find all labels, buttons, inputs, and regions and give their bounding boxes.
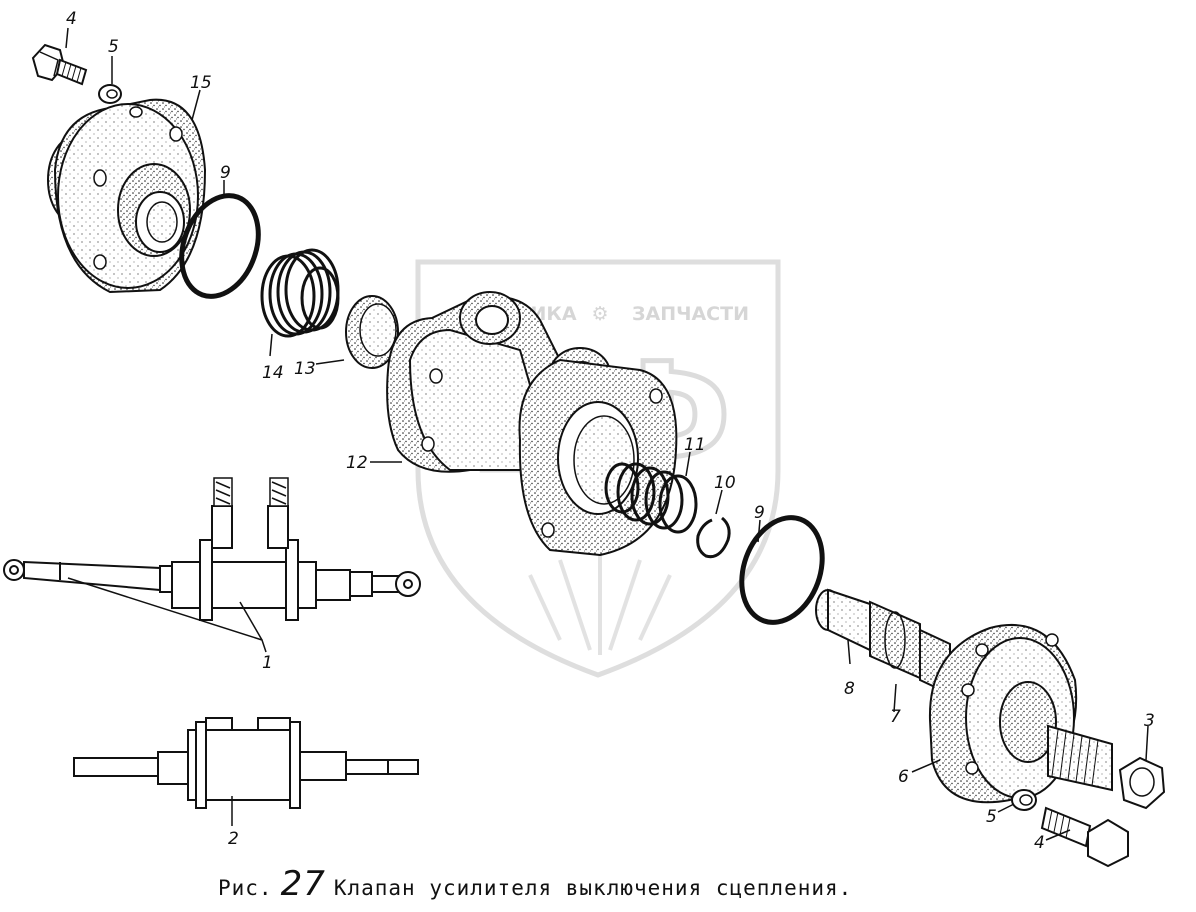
gasket-right [739,515,825,625]
callout-12: 12 [346,453,368,473]
lock-washer-top [98,84,122,104]
callout-8: 8 [844,679,855,699]
callout-15: 15 [190,73,212,93]
callout-9-right: 9 [754,503,765,523]
callout-10: 10 [714,473,736,493]
valve-stem [815,588,951,696]
figure-number: 27 [280,864,326,904]
spring-top [260,248,340,338]
watermark-right-word: ЗАПЧАСТИ [632,303,749,325]
callout-5-top: 5 [108,37,119,57]
callout-9-top: 9 [220,163,231,183]
callout-6: 6 [898,767,909,787]
callout-7: 7 [890,707,901,727]
flange-cover-top [47,98,207,294]
bolt-top [31,43,88,86]
valve-housing [386,291,678,557]
spring-right [604,462,698,534]
watermark-shield [415,259,781,678]
callout-1: 1 [262,653,273,673]
valve-assembly-1 [3,477,421,621]
lock-washer-bottom [1011,789,1037,811]
figure-caption: Рис. 27 Клапан усилителя выключения сцепле… [218,864,852,904]
watermark-wheat-icon [528,555,672,655]
caption-prefix: Рис. [218,876,273,900]
valve-disc [345,295,399,369]
callout-14: 14 [262,363,284,383]
gasket-top [179,193,261,299]
callout-3: 3 [1144,711,1155,731]
callout-numbers: 4 5 15 9 14 13 12 11 10 9 1 2 8 7 6 5 4 … [66,9,1155,853]
callout-4-top: 4 [66,9,77,29]
gear-icon: ⚙ [591,303,608,325]
callout-13: 13 [294,359,316,379]
caption-title: Клапан усилителя выключения сцепления. [333,876,853,900]
bolt-bottom [1040,806,1129,868]
snap-ring [696,516,731,559]
valve-assembly-2 [73,717,419,809]
flange-cover-bottom [928,624,1113,804]
callout-5-bottom: 5 [986,807,997,827]
hex-nut [1118,756,1166,810]
callout-2: 2 [228,829,239,849]
callout-4-bottom: 4 [1034,833,1045,853]
callout-11: 11 [684,435,706,455]
leader-lines [65,27,1149,841]
